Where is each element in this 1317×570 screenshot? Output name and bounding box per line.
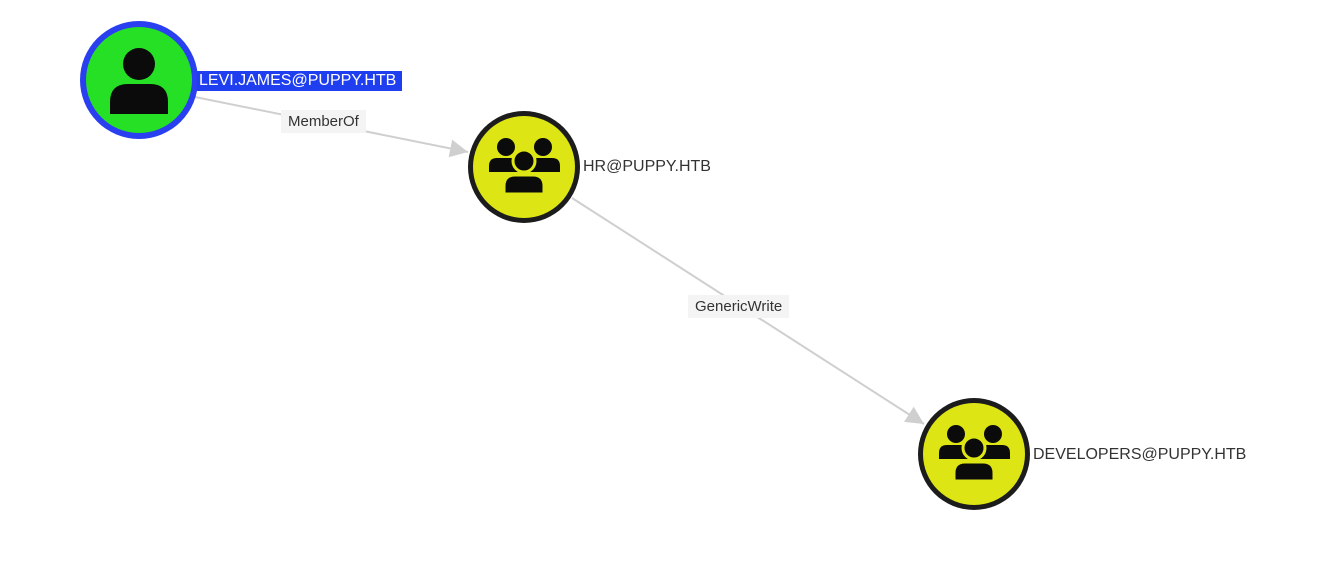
user-icon <box>110 48 168 114</box>
node-hr[interactable] <box>468 111 580 223</box>
edge-label-memberof[interactable]: MemberOf <box>281 110 366 133</box>
node-user[interactable] <box>80 21 198 139</box>
node-label-developers[interactable]: DEVELOPERS@PUPPY.HTB <box>1033 446 1247 463</box>
group-icon <box>939 425 1010 483</box>
group-icon <box>489 138 560 196</box>
node-developers[interactable] <box>918 398 1030 510</box>
node-label-user[interactable]: LEVI.JAMES@PUPPY.HTB <box>197 71 403 91</box>
node-label-hr[interactable]: HR@PUPPY.HTB <box>583 158 711 175</box>
edge-label-genericwrite[interactable]: GenericWrite <box>688 295 790 318</box>
